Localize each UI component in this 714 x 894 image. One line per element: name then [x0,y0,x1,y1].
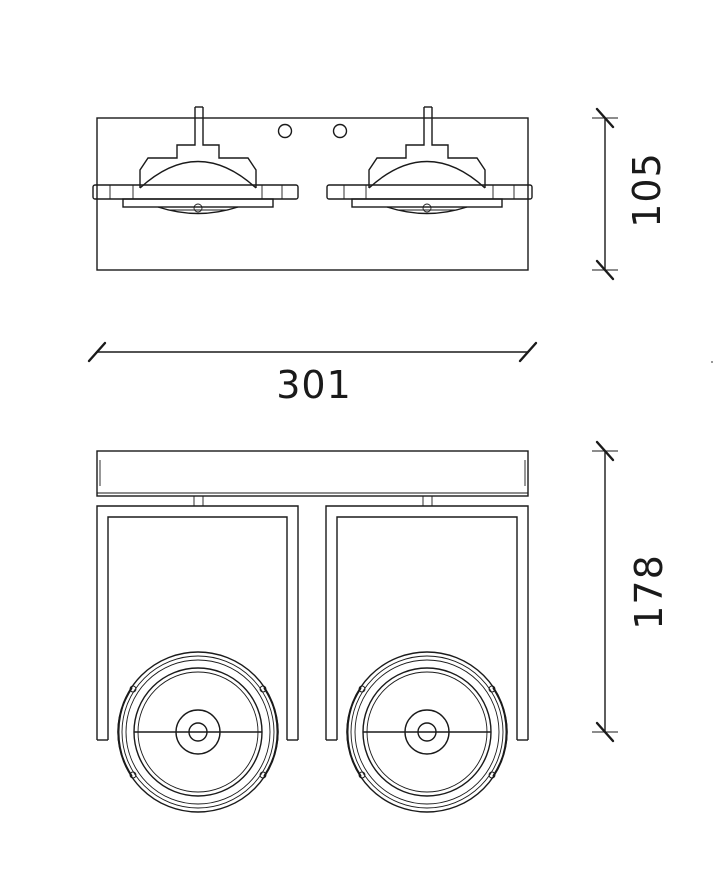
dimension-height-top: 105 [592,107,669,281]
lamp-head-right [345,650,509,814]
dimension-label-105: 105 [625,152,669,228]
dimension-width: 301 [87,341,538,407]
dimension-label-178: 178 [627,554,671,630]
dimension-label-301: 301 [276,363,352,407]
front-elevation-view [96,450,529,814]
lamp-bracket-left [96,505,299,741]
screw-hole-right [332,123,348,139]
canopy-bar [96,450,529,497]
screw-hole-left [277,123,293,139]
dimension-height-bottom: 178 [592,440,671,743]
lamp-profile-right [326,106,533,215]
side-elevation-view [92,106,533,271]
lamp-bracket-right [325,505,529,741]
lamp-profile-left [92,106,299,215]
lamp-head-left [116,650,280,814]
mounting-plate-outline [96,117,529,271]
